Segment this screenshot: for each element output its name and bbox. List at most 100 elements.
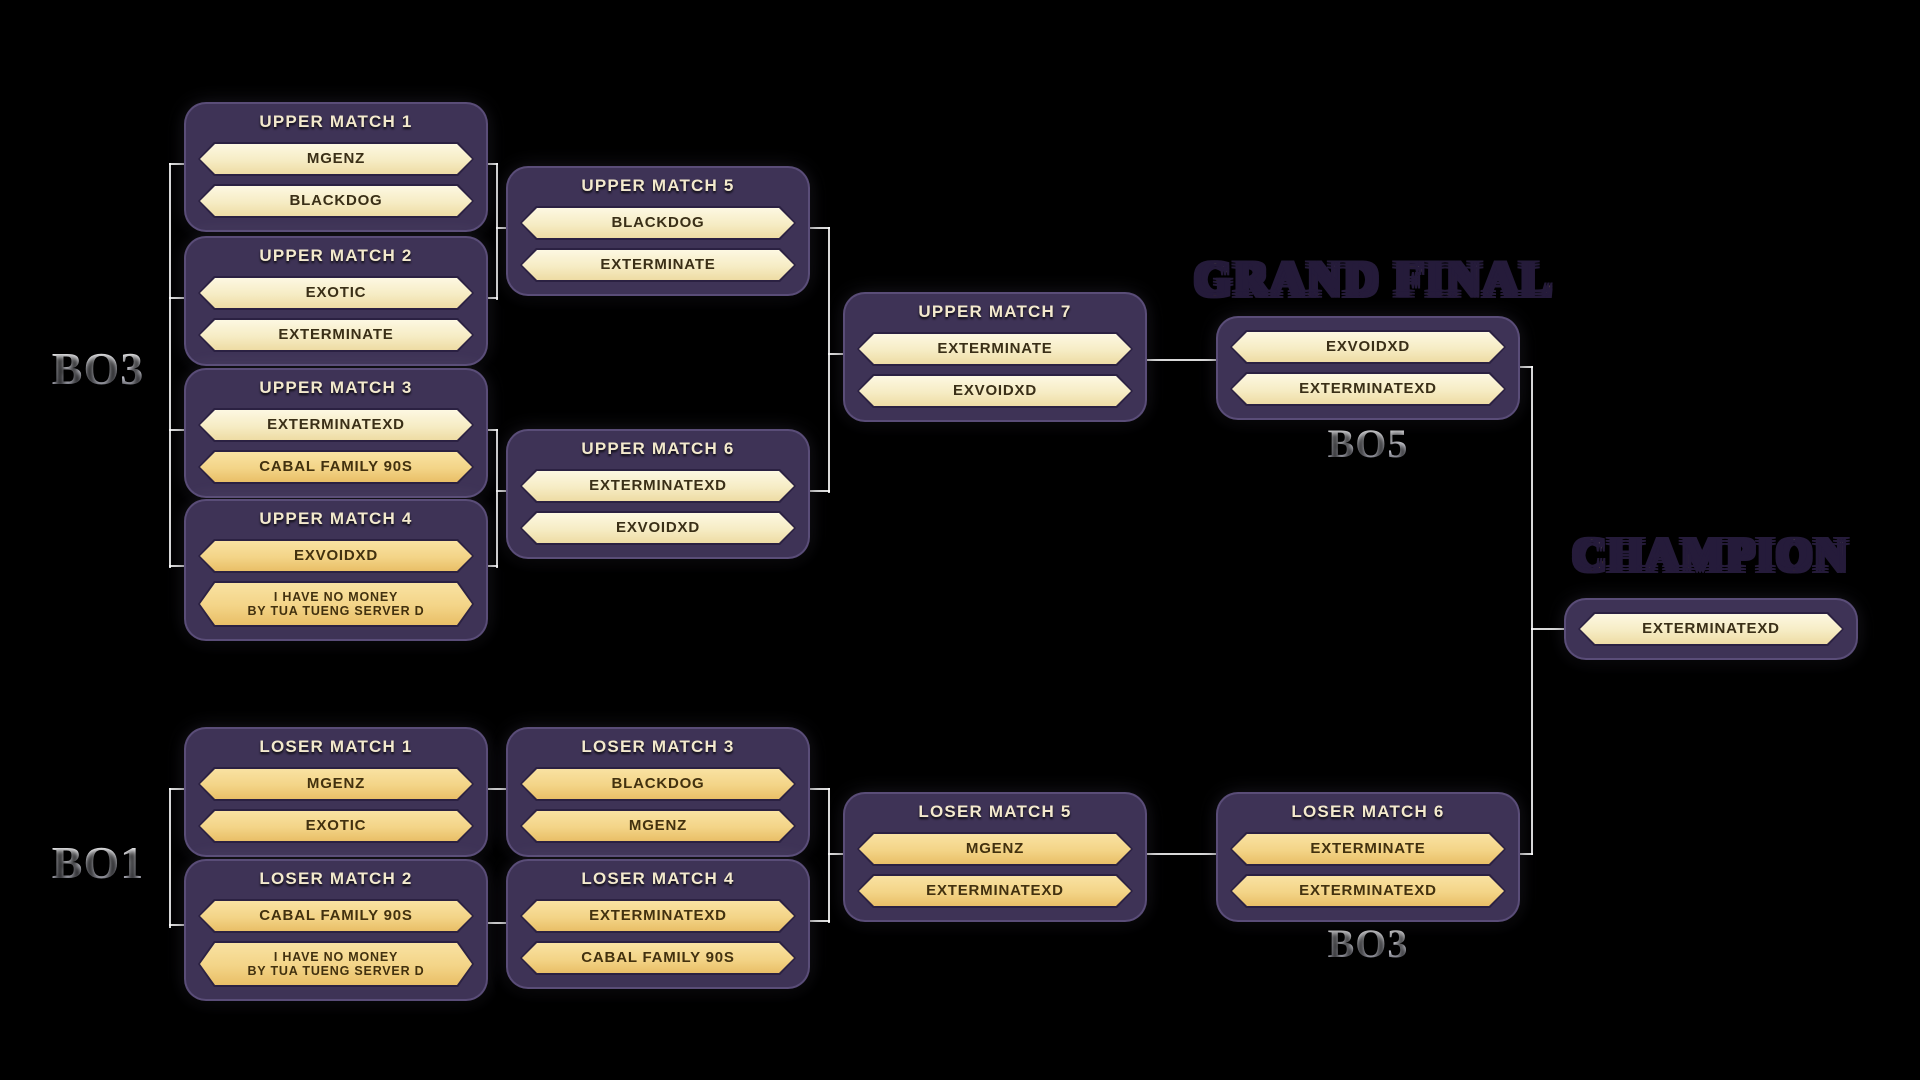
connector-line xyxy=(169,924,188,926)
player-slot: CABAL FAMILY 90S xyxy=(198,450,474,484)
player-slot: EXTERMINATEXD xyxy=(520,469,796,503)
player-slot: EXTERMINATEXD xyxy=(1230,372,1506,406)
connector-line xyxy=(484,565,498,567)
player-name: I HAVE NO MONEY BY TUA TUENG SERVER D xyxy=(200,943,472,985)
player-slot: EXTERMINATE xyxy=(520,248,796,282)
match-loser-3: LOSER MATCH 3 BLACKDOG MGENZ xyxy=(508,729,808,855)
match-title: LOSER MATCH 6 xyxy=(1291,802,1445,821)
match-loser-5: LOSER MATCH 5 MGENZ EXTERMINATEXD xyxy=(845,794,1145,920)
player-slot: EXOTIC xyxy=(198,276,474,310)
connector-line xyxy=(828,353,847,355)
format-label-lower: BO1 xyxy=(18,836,178,889)
connector-line xyxy=(1145,853,1218,855)
connector-line xyxy=(806,227,830,229)
player-name: EXOTIC xyxy=(200,811,472,841)
player-slot: BLACKDOG xyxy=(520,206,796,240)
champion-title: CHAMPION xyxy=(1511,528,1911,581)
player-slot: EXTERMINATEXD xyxy=(198,408,474,442)
match-loser-1: LOSER MATCH 1 MGENZ EXOTIC xyxy=(186,729,486,855)
match-title: UPPER MATCH 1 xyxy=(259,112,413,131)
match-title: LOSER MATCH 1 xyxy=(259,737,413,756)
match-title: LOSER MATCH 2 xyxy=(259,869,413,888)
match-title: UPPER MATCH 2 xyxy=(259,246,413,265)
connector-line xyxy=(496,227,510,229)
player-slot: EXTERMINATE xyxy=(1230,832,1506,866)
player-name: BLACKDOG xyxy=(200,186,472,216)
connector-line xyxy=(496,429,498,568)
connector-line xyxy=(484,429,498,431)
connector-line xyxy=(484,788,510,790)
format-label-upper: BO3 xyxy=(18,342,178,395)
player-name: EXTERMINATEXD xyxy=(1580,614,1842,644)
match-title: UPPER MATCH 5 xyxy=(581,176,735,195)
connector-line xyxy=(828,227,830,493)
player-name: BLACKDOG xyxy=(522,208,794,238)
connector-line xyxy=(1143,359,1220,361)
connector-line xyxy=(1531,628,1568,630)
player-slot: MGENZ xyxy=(520,809,796,843)
match-upper-2: UPPER MATCH 2 EXOTIC EXTERMINATE xyxy=(186,238,486,364)
connector-line xyxy=(1531,366,1533,855)
player-slot: EXTERMINATEXD xyxy=(1578,612,1844,646)
connector-line xyxy=(484,922,510,924)
player-name: CABAL FAMILY 90S xyxy=(522,943,794,973)
player-slot: I HAVE NO MONEY BY TUA TUENG SERVER D xyxy=(198,941,474,987)
player-slot: EXTERMINATE xyxy=(857,332,1133,366)
connector-line xyxy=(806,920,830,922)
connector-line xyxy=(169,565,188,567)
connector-line xyxy=(484,163,498,165)
player-name: EXTERMINATEXD xyxy=(522,901,794,931)
connector-line xyxy=(484,297,498,299)
player-slot: MGENZ xyxy=(198,142,474,176)
match-title: LOSER MATCH 3 xyxy=(581,737,735,756)
player-name: I HAVE NO MONEY BY TUA TUENG SERVER D xyxy=(200,583,472,625)
player-slot: MGENZ xyxy=(198,767,474,801)
player-slot: BLACKDOG xyxy=(198,184,474,218)
champion-box: EXTERMINATEXD xyxy=(1566,600,1856,658)
match-loser-2: LOSER MATCH 2 CABAL FAMILY 90S I HAVE NO… xyxy=(186,861,486,999)
player-name: EXTERMINATE xyxy=(200,320,472,350)
player-slot: EXVOIDXD xyxy=(520,511,796,545)
connector-line xyxy=(1516,853,1533,855)
format-label-loser-final: BO3 xyxy=(1288,920,1448,967)
grand-final-box: EXVOIDXD EXTERMINATEXD xyxy=(1218,318,1518,418)
player-name: EXTERMINATE xyxy=(1232,834,1504,864)
connector-line xyxy=(169,429,188,431)
player-slot: EXTERMINATEXD xyxy=(1230,874,1506,908)
match-title: UPPER MATCH 3 xyxy=(259,378,413,397)
player-name: MGENZ xyxy=(200,144,472,174)
player-slot: EXTERMINATEXD xyxy=(857,874,1133,908)
player-name: EXTERMINATE xyxy=(522,250,794,280)
grand-final-title: GRAND FINAL xyxy=(1144,252,1604,307)
connector-line xyxy=(496,163,498,300)
match-upper-4: UPPER MATCH 4 EXVOIDXD I HAVE NO MONEY B… xyxy=(186,501,486,639)
player-name: CABAL FAMILY 90S xyxy=(200,901,472,931)
player-name: EXTERMINATEXD xyxy=(1232,374,1504,404)
player-name: EXTERMINATE xyxy=(859,334,1131,364)
match-upper-6: UPPER MATCH 6 EXTERMINATEXD EXVOIDXD xyxy=(508,431,808,557)
player-name: CABAL FAMILY 90S xyxy=(200,452,472,482)
player-slot: I HAVE NO MONEY BY TUA TUENG SERVER D xyxy=(198,581,474,627)
connector-line xyxy=(828,853,847,855)
match-upper-1: UPPER MATCH 1 MGENZ BLACKDOG xyxy=(186,104,486,230)
player-slot: EXVOIDXD xyxy=(198,539,474,573)
match-title: LOSER MATCH 5 xyxy=(918,802,1072,821)
player-slot: EXTERMINATE xyxy=(198,318,474,352)
match-loser-6: LOSER MATCH 6 EXTERMINATE EXTERMINATEXD xyxy=(1218,794,1518,920)
match-upper-5: UPPER MATCH 5 BLACKDOG EXTERMINATE xyxy=(508,168,808,294)
player-name: EXTERMINATEXD xyxy=(1232,876,1504,906)
match-loser-4: LOSER MATCH 4 EXTERMINATEXD CABAL FAMILY… xyxy=(508,861,808,987)
connector-line xyxy=(169,788,171,928)
player-name: MGENZ xyxy=(200,769,472,799)
player-name: EXTERMINATEXD xyxy=(200,410,472,440)
player-name: EXOTIC xyxy=(200,278,472,308)
match-upper-7: UPPER MATCH 7 EXTERMINATE EXVOIDXD xyxy=(845,294,1145,420)
player-slot: BLACKDOG xyxy=(520,767,796,801)
match-title: UPPER MATCH 4 xyxy=(259,509,413,528)
connector-line xyxy=(169,788,188,790)
connector-line xyxy=(169,297,188,299)
connector-line xyxy=(828,788,830,923)
player-name: EXVOIDXD xyxy=(1232,332,1504,362)
player-slot: CABAL FAMILY 90S xyxy=(520,941,796,975)
